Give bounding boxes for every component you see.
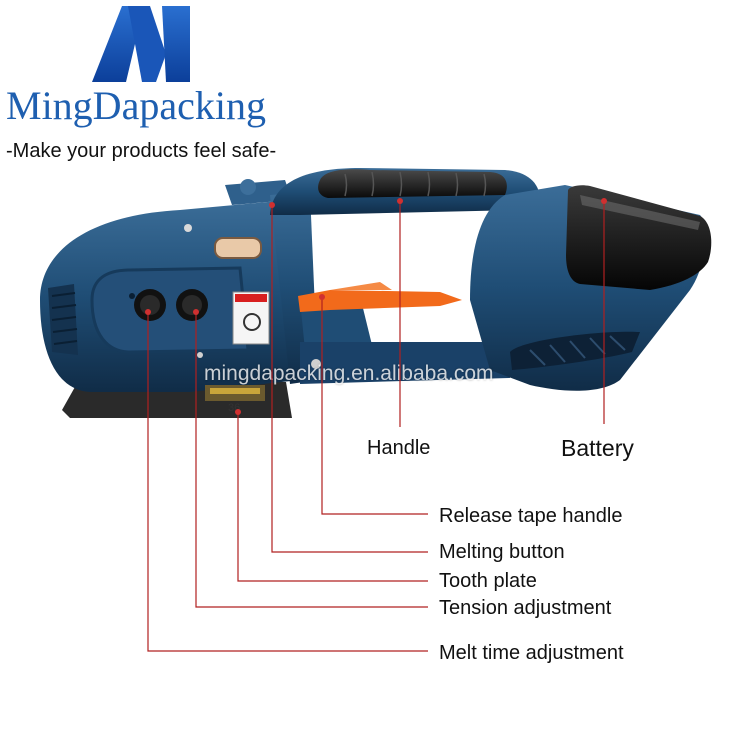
callout-label-melting-button: Melting button: [439, 541, 565, 563]
leader-melt-time-adjustment: [147, 312, 428, 652]
leader-melting-button: [271, 205, 428, 553]
callout-label-tension-adjustment: Tension adjustment: [439, 597, 612, 619]
callout-label-melt-time-adjustment: Melt time adjustment: [439, 642, 624, 664]
leader-tension-adjustment: [195, 312, 428, 608]
m-letter-logo-icon: [92, 6, 190, 82]
callout-label-release-tape-handle: Release tape handle: [439, 505, 623, 527]
strapping-tool-icon: [40, 168, 712, 418]
callout-label-tooth-plate: Tooth plate: [439, 570, 537, 592]
callout-label-battery: Battery: [561, 435, 634, 461]
callout-label-handle: Handle: [367, 437, 431, 459]
brand-slogan: -Make your products feel safe-: [6, 140, 277, 162]
leader-release-tape-handle: [321, 297, 428, 515]
leader-tooth-plate: [237, 412, 428, 582]
brand-name: MingDapacking: [6, 83, 266, 128]
watermark-text: mingdapacking.en.alibaba.com: [204, 362, 494, 385]
